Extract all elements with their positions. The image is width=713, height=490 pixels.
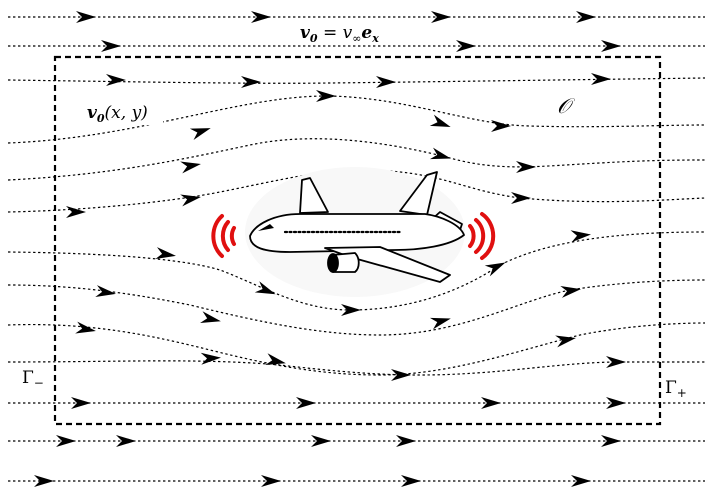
streamline-arrow-icon [511, 192, 531, 204]
streamline-arrow-icon [484, 257, 508, 277]
local-velocity-label: v0(x, y) [85, 101, 163, 125]
streamline-arrow-icon [570, 228, 592, 243]
sound-wave-icon [211, 214, 236, 258]
gamma-plus-label: Γ+ [664, 378, 698, 402]
streamline-arrow-icon [200, 311, 223, 328]
streamline-arrow-icon [429, 114, 453, 133]
streamline [7, 138, 706, 181]
streamline-arrow-icon [241, 76, 261, 88]
gamma-minus-label: Γ− [20, 366, 52, 390]
domain-boundary [53, 55, 662, 426]
sound-wave-icon [468, 212, 496, 260]
streamline-arrow-icon [560, 283, 582, 298]
streamline [7, 279, 706, 336]
streamline-arrow-icon [180, 158, 202, 174]
far-field-velocity-label: v0 = v∞ex [298, 21, 413, 45]
domain-label: 𝒪 [557, 94, 575, 118]
streamline-arrow-icon [34, 475, 54, 487]
streamline-arrow-icon [106, 74, 126, 86]
streamline-arrow-icon [75, 321, 97, 337]
streamline-arrow-icon [189, 122, 213, 141]
airplane-icon [245, 167, 465, 297]
streamline-arrow-icon [200, 351, 222, 365]
streamline [7, 77, 706, 84]
streamline-arrow-icon [254, 281, 278, 300]
streamline [7, 95, 706, 144]
streamline-arrow-icon [491, 120, 511, 132]
streamline [7, 322, 706, 376]
streamline-arrow-icon [341, 304, 361, 316]
svg-text:v0 = v∞ex: v0 = v∞ex [300, 23, 379, 45]
streamline-arrow-icon [265, 353, 288, 370]
svg-text:Γ+: Γ+ [665, 378, 687, 400]
svg-text:v0(x, y): v0(x, y) [87, 103, 148, 125]
streamline-arrow-icon [66, 206, 86, 218]
svg-text:Γ−: Γ− [22, 368, 44, 390]
streamline-arrow-icon [555, 332, 577, 348]
streamline [7, 360, 705, 376]
streamline-arrow-icon [316, 90, 336, 102]
streamline-arrow-icon [429, 147, 453, 165]
